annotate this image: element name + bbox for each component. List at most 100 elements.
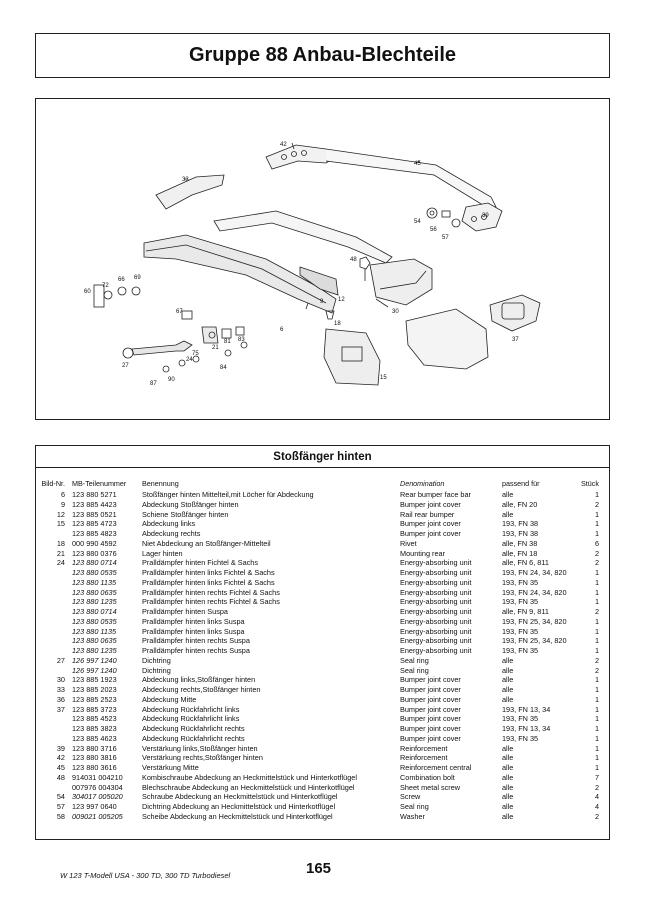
- passend-cell: 193, FN 25, 34, 820: [502, 616, 567, 626]
- passend-cell: alle: [502, 665, 514, 675]
- mb-nr-cell: 123 880 1135: [72, 626, 117, 636]
- label-18: 18: [334, 321, 341, 327]
- passend-cell: alle: [502, 792, 514, 802]
- denomination-cell: Washer: [400, 811, 425, 821]
- denomination-cell: Reinforcement central: [400, 763, 472, 772]
- denomination-cell: Energy-absorbing unit: [400, 558, 472, 568]
- passend-cell: alle, FN 6, 811: [502, 558, 549, 568]
- mb-nr-cell: 123 885 3723: [72, 704, 117, 714]
- bild-nr-cell: 21: [56, 548, 65, 558]
- stueck-cell: 1: [594, 577, 599, 587]
- mb-nr-cell: 123 885 1923: [72, 675, 117, 685]
- passend-cell: 193, FN 25, 34, 820: [502, 636, 567, 646]
- passend-cell: 193, FN 35: [502, 626, 539, 636]
- mb-nr-cell: 123 885 3823: [72, 724, 117, 733]
- mb-nr-cell: 123 880 1135: [72, 577, 117, 587]
- passend-cell: alle, FN 20: [502, 499, 538, 509]
- mb-nr-cell: 123 880 0635: [72, 587, 117, 597]
- stueck-cell: 2: [594, 607, 599, 616]
- benennung-cell: Pralldämpfer hinten rechts Suspa: [142, 636, 250, 646]
- mb-nr-cell: 123 997 0640: [72, 802, 117, 811]
- stueck-cell: 1: [594, 733, 599, 743]
- label-56: 56: [430, 227, 437, 233]
- header-bild-nr: Bild-Nr.: [41, 479, 65, 488]
- bild-nr-cell: 36: [56, 694, 65, 704]
- stueck-cell: 1: [594, 519, 599, 529]
- stueck-cell: 1: [594, 529, 599, 538]
- label-60: 60: [84, 289, 91, 295]
- mb-nr-cell: 123 885 2523: [72, 694, 117, 704]
- table-header: Bild-Nr. MB-Teilenummer Benennung Denomi…: [36, 468, 609, 490]
- benennung-cell: Dichtring: [142, 665, 171, 675]
- passend-cell: alle: [502, 802, 514, 811]
- denomination-cell: Energy-absorbing unit: [400, 636, 472, 646]
- passend-cell: alle: [502, 655, 514, 665]
- benennung-cell: Verstärkung rechts,Stoßfänger hinten: [142, 753, 263, 763]
- denomination-cell: Energy-absorbing unit: [400, 587, 472, 597]
- passend-cell: alle, FN 18: [502, 548, 538, 558]
- denomination-cell: Bumper joint cover: [400, 499, 461, 509]
- header-stueck: Stück: [581, 479, 599, 488]
- denomination-cell: Rivet: [400, 538, 417, 548]
- denomination-cell: Bumper joint cover: [400, 694, 461, 704]
- label-72: 72: [102, 283, 109, 289]
- benennung-cell: Abdeckung Rückfahrlicht links: [142, 714, 240, 724]
- label-81: 81: [224, 339, 231, 345]
- label-33: 33: [182, 177, 189, 183]
- label-45: 45: [414, 161, 421, 167]
- passend-cell: 193, FN 35: [502, 646, 539, 655]
- passend-cell: 193, FN 38: [502, 529, 539, 538]
- benennung-cell: Lager hinten: [142, 548, 183, 558]
- label-24: 24: [186, 357, 193, 363]
- header-benennung: Benennung: [142, 479, 179, 488]
- mb-nr-cell: 123 880 0714: [72, 558, 117, 568]
- stueck-cell: 1: [594, 626, 599, 636]
- stueck-cell: 1: [594, 616, 599, 626]
- stueck-cell: 1: [594, 743, 599, 753]
- denomination-cell: Bumper joint cover: [400, 724, 461, 733]
- passend-cell: 193, FN 13, 34: [502, 724, 551, 733]
- benennung-cell: Abdeckung Rückfahrlicht rechts: [142, 733, 245, 743]
- passend-cell: alle: [502, 685, 514, 694]
- passend-cell: alle: [502, 675, 514, 685]
- model-footer: W 123 T-Modell USA - 300 TD, 300 TD Turb…: [60, 871, 231, 880]
- benennung-cell: Pralldämpfer hinten links Fichtel & Sach…: [142, 568, 275, 577]
- denomination-cell: Mounting rear: [400, 548, 446, 558]
- stueck-cell: 1: [594, 675, 599, 685]
- benennung-cell: Pralldämpfer hinten links Suspa: [142, 626, 245, 636]
- stueck-cell: 1: [594, 509, 599, 519]
- passend-cell: 193, FN 13, 34: [502, 704, 551, 714]
- mb-nr-cell: 123 880 5271: [72, 490, 117, 499]
- bild-nr-cell: 37: [56, 704, 65, 714]
- mb-nr-cell: 123 885 4823: [72, 529, 117, 538]
- stueck-cell: 1: [594, 694, 599, 704]
- mb-nr-cell: 000 990 4592: [72, 538, 117, 548]
- benennung-cell: Abdeckung rechts,Stoßfänger hinten: [142, 685, 261, 694]
- denomination-cell: Bumper joint cover: [400, 675, 461, 685]
- stueck-cell: 2: [594, 499, 599, 509]
- label-84: 84: [220, 365, 227, 371]
- benennung-cell: Abdeckung Rückfahrlicht rechts: [142, 724, 245, 733]
- label-9: 9: [320, 299, 324, 305]
- mb-nr-cell: 126 997 1240: [72, 655, 117, 665]
- benennung-cell: Niet Abdeckung an Stoßfänger-Mittelteil: [142, 538, 271, 548]
- denomination-cell: Bumper joint cover: [400, 733, 461, 743]
- denomination-cell: Reinforcement: [400, 743, 448, 753]
- label-54: 54: [414, 219, 421, 225]
- bild-nr-cell: 39: [56, 743, 65, 753]
- label-69: 69: [134, 275, 141, 281]
- bild-nr-cell: 57: [56, 802, 65, 811]
